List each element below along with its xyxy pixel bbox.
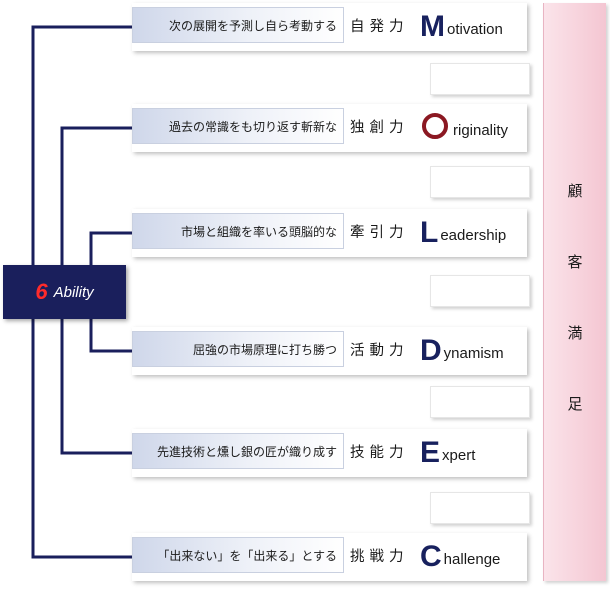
side-char: 客 [567, 253, 583, 271]
spacer-box [430, 492, 530, 524]
ability-kanji: 活動力 [350, 343, 409, 359]
ability-originality: 過去の常識をも切り返す斬新な 独創力 riginality [132, 104, 527, 152]
ability-word: xpert [442, 447, 476, 464]
initial-letter: E [420, 436, 441, 469]
ability-motivation: 次の展開を予測し自ら考動する 自発力 M otivation [132, 3, 527, 51]
initial-letter: L [420, 216, 439, 249]
ability-word: otivation [447, 21, 503, 38]
ability-description: 先進技術と燻し銀の匠が織り成す [132, 433, 344, 469]
ability-count: 6 [35, 279, 48, 304]
ability-description: 屈強の市場原理に打ち勝つ [132, 331, 344, 367]
ability-word: ynamism [443, 345, 504, 362]
ability-description: 市場と組織を率いる頭脳的な [132, 213, 344, 249]
spacer-box [430, 63, 530, 95]
ability-word: eadership [440, 227, 507, 244]
spacer-box [430, 386, 530, 418]
initial-letter: C [420, 540, 442, 573]
ability-kanji: 独創力 [350, 120, 409, 136]
circle-o-icon [422, 113, 448, 139]
ability-word: riginality [453, 122, 509, 139]
side-char: 満 [567, 324, 583, 342]
ability-description: 次の展開を予測し自ら考動する [132, 7, 344, 43]
ability-title: Ability [53, 283, 94, 301]
spacer-box [430, 166, 530, 198]
ability-kanji: 自発力 [350, 19, 409, 35]
customer-satisfaction-panel: 顧 客 満 足 [543, 3, 606, 581]
ability-word: hallenge [443, 551, 501, 568]
ability-kanji: 牽引力 [350, 225, 409, 241]
ability-leadership: 市場と組織を率いる頭脳的な 牽引力 L eadership [132, 209, 527, 257]
ability-expert: 先進技術と燻し銀の匠が織り成す 技能力 E xpert [132, 429, 527, 477]
ability-description: 過去の常識をも切り返す斬新な [132, 108, 344, 144]
side-char: 顧 [567, 182, 583, 200]
ability-challenge: 「出来ない」を「出来る」とする 挑戦力 C hallenge [132, 533, 527, 581]
six-ability-box: 6 Ability [3, 265, 126, 319]
ability-description: 「出来ない」を「出来る」とする [132, 537, 344, 573]
ability-dynamism: 屈強の市場原理に打ち勝つ 活動力 D ynamism [132, 327, 527, 375]
spacer-box [430, 275, 530, 307]
initial-letter: D [420, 334, 442, 367]
ability-kanji: 挑戦力 [350, 549, 409, 565]
initial-letter: M [420, 10, 445, 43]
side-char: 足 [567, 395, 583, 413]
ability-kanji: 技能力 [350, 445, 409, 461]
